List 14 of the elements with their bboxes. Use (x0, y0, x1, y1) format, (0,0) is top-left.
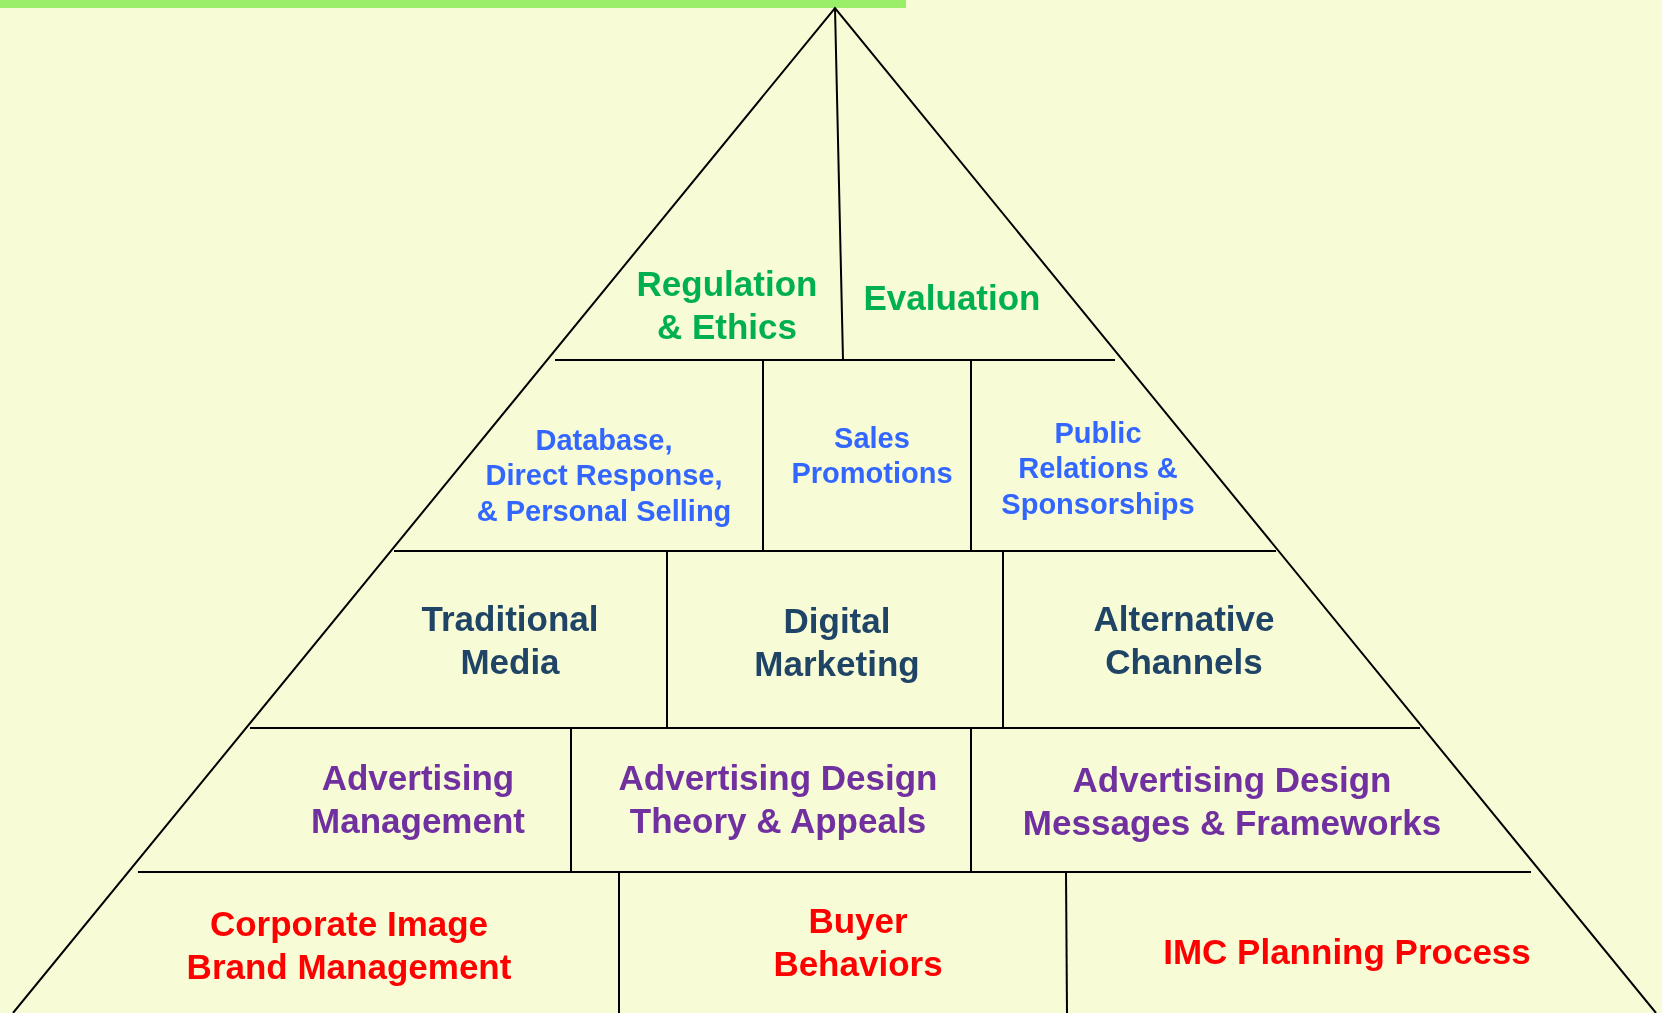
pyramid-segment-label: Evaluation (863, 276, 1041, 320)
pyramid-segment-label: Buyer Behaviors (773, 900, 943, 986)
pyramid-segment-label: Traditional Media (421, 598, 599, 684)
pyramid-segment-label: Regulation & Ethics (636, 263, 818, 349)
pyramid-segment-label: Digital Marketing (754, 600, 920, 686)
pyramid-segment-label: Advertising Management (311, 757, 525, 843)
pyramid-segment-label: Advertising Design Messages & Frameworks (1022, 759, 1442, 845)
pyramid-segment-label: Database, Direct Response, & Personal Selling (476, 422, 732, 530)
pyramid-segment-label: Alternative Channels (1093, 598, 1275, 684)
pyramid-segment-label: Corporate Image Brand Management (186, 903, 512, 989)
pyramid-segment-label: IMC Planning Process (1163, 930, 1531, 974)
pyramid-segment-label: Public Relations & Sponsorships (1001, 415, 1195, 523)
pyramid-segment-label: Sales Promotions (791, 420, 953, 492)
pyramid-segment-label: Advertising Design Theory & Appeals (618, 757, 938, 843)
